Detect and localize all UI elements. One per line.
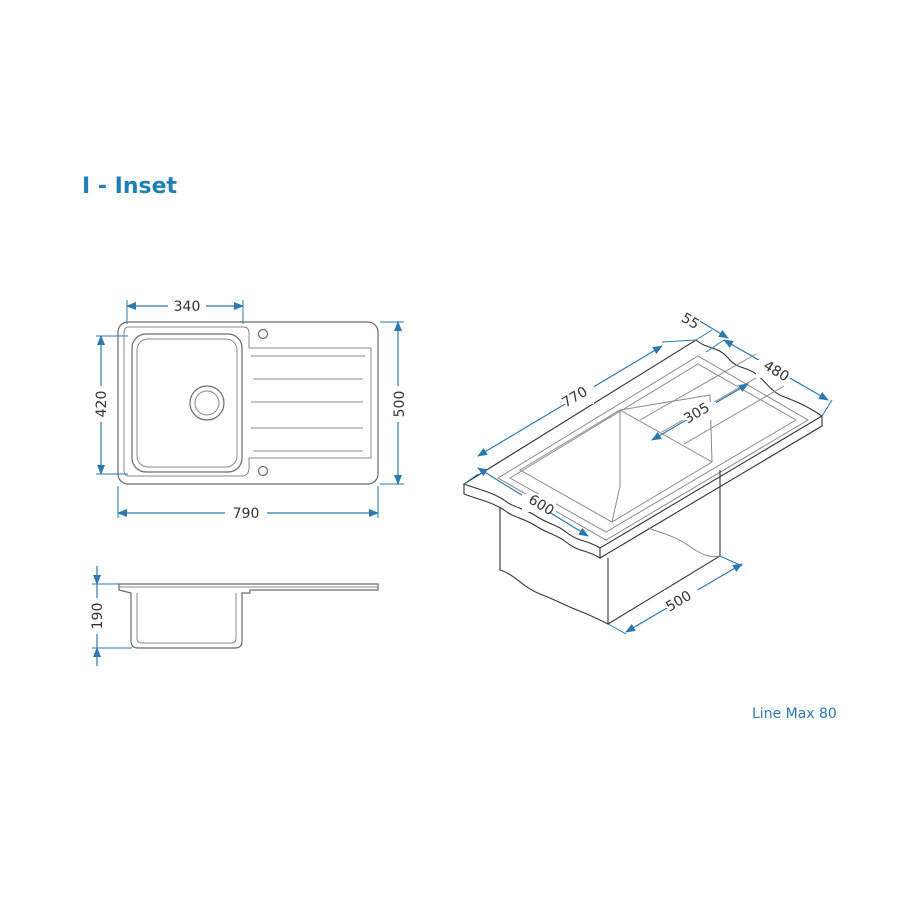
top-view-bowl	[131, 333, 243, 473]
overflow-hole-icon	[257, 465, 269, 477]
drain-inner-icon	[194, 390, 220, 416]
dimension-label-190: 190	[90, 603, 106, 630]
dimension-label-420: 420	[94, 391, 110, 418]
dimension-label-55: 55	[678, 310, 702, 333]
dimension-label-790: 790	[233, 506, 260, 522]
cabinet-front	[499, 507, 609, 625]
top-view-outer-rim	[117, 321, 379, 485]
isometric-view: 55 480 770 305 600 500	[462, 310, 833, 635]
extension-line	[705, 339, 725, 353]
page-title: I - Inset	[82, 174, 178, 199]
extension-line	[695, 329, 713, 341]
top-view-bowl-surround	[123, 326, 372, 477]
extension-line	[821, 399, 833, 417]
top-view-bowl-inner	[136, 338, 238, 468]
drainer-rib	[661, 369, 771, 433]
top-view: 340 420 500 790	[90, 296, 410, 522]
extension-line	[719, 555, 743, 567]
countertop-side-edge	[599, 416, 823, 559]
drain-icon	[189, 385, 225, 421]
side-view-profile	[118, 583, 379, 649]
model-name: Line Max 80	[752, 706, 837, 722]
extension-line	[661, 339, 697, 343]
dimension-label-500: 500	[392, 391, 408, 418]
dimension-label-340: 340	[174, 299, 201, 315]
extension-line	[607, 623, 627, 635]
side-view-bowl-inner	[136, 593, 237, 644]
cabinet-back-edge	[647, 527, 721, 558]
extension-line	[463, 473, 479, 485]
side-view: 190	[86, 566, 379, 666]
sink-bowl-wall	[611, 410, 621, 523]
tap-hole-icon	[257, 328, 269, 340]
